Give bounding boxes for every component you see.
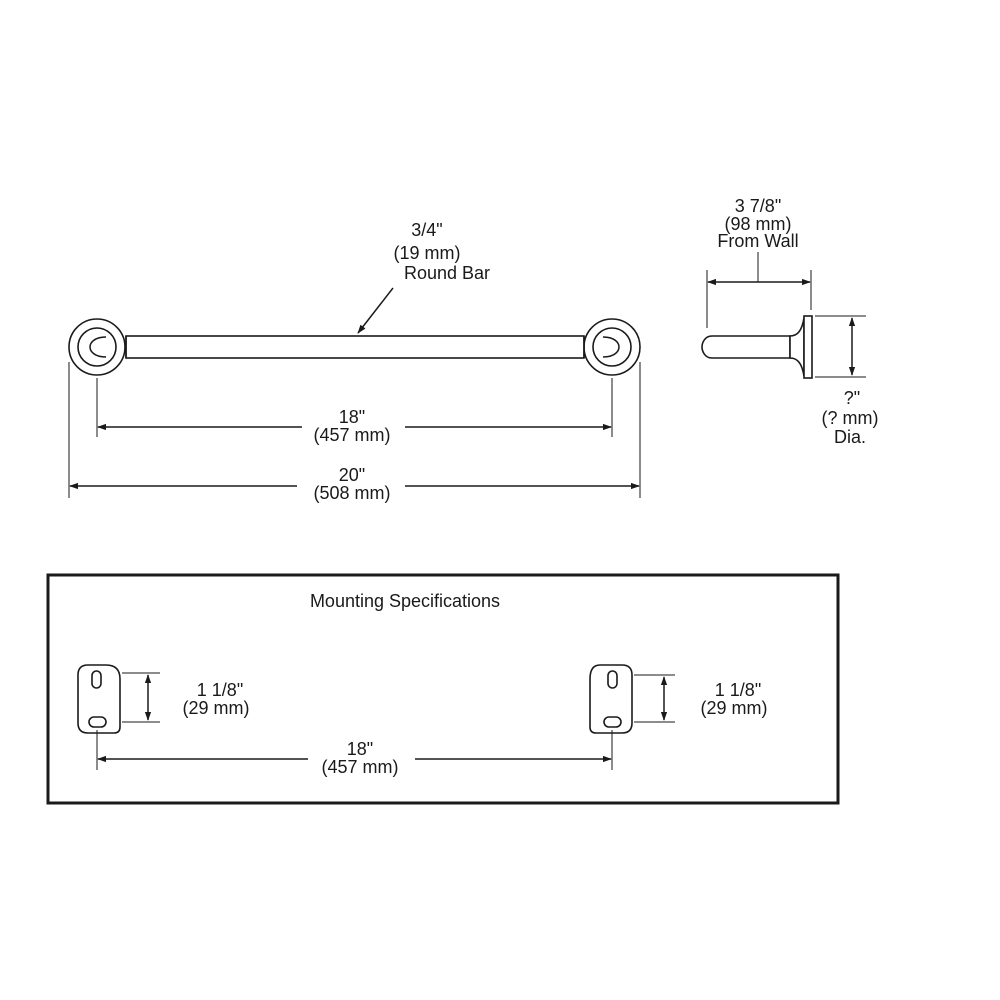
left-mounting-bracket bbox=[77, 664, 121, 734]
flange-diameter-imperial: ?" bbox=[844, 388, 860, 408]
mounting-specifications-panel: Mounting Specifications 1 1/8" (29 mm) 1… bbox=[46, 573, 840, 805]
mounting-title: Mounting Specifications bbox=[310, 591, 500, 611]
flange-diameter-desc: Dia. bbox=[834, 427, 866, 447]
right-mounting-bracket bbox=[589, 664, 633, 734]
spacing-metric: (457 mm) bbox=[321, 757, 398, 777]
projection-metric: (98 mm) bbox=[725, 214, 792, 234]
side-post bbox=[789, 317, 805, 377]
right-height-metric: (29 mm) bbox=[701, 698, 768, 718]
right-post bbox=[583, 318, 641, 376]
overall-length-metric: (508 mm) bbox=[313, 483, 390, 503]
bar-length-imperial: 18" bbox=[339, 407, 365, 427]
right-height-imperial: 1 1/8" bbox=[715, 680, 761, 700]
flange-diameter-metric: (? mm) bbox=[822, 408, 879, 428]
side-flange bbox=[803, 315, 813, 379]
bar-length-dimension: 18" (457 mm) bbox=[96, 378, 613, 445]
projection-imperial: 3 7/8" bbox=[735, 196, 781, 216]
left-post bbox=[68, 318, 126, 376]
spacing-imperial: 18" bbox=[347, 739, 373, 759]
side-view: 3 7/8" (98 mm) From Wall ?" (? mm) Dia. bbox=[701, 196, 879, 447]
bar-diameter-metric: (19 mm) bbox=[394, 243, 461, 263]
left-height-metric: (29 mm) bbox=[183, 698, 250, 718]
bar-length-metric: (457 mm) bbox=[313, 425, 390, 445]
overall-length-imperial: 20" bbox=[339, 465, 365, 485]
front-view: 3/4" (19 mm) Round Bar 18" (457 mm) 20" … bbox=[68, 220, 641, 503]
bar-diameter-imperial: 3/4" bbox=[411, 220, 442, 240]
overall-length-dimension: 20" (508 mm) bbox=[68, 362, 641, 503]
round-bar bbox=[125, 335, 585, 359]
side-bar-end bbox=[701, 335, 791, 359]
projection-desc: From Wall bbox=[717, 231, 798, 251]
left-height-imperial: 1 1/8" bbox=[197, 680, 243, 700]
bar-diameter-desc: Round Bar bbox=[404, 263, 490, 283]
bar-leader-arrow bbox=[357, 287, 394, 334]
